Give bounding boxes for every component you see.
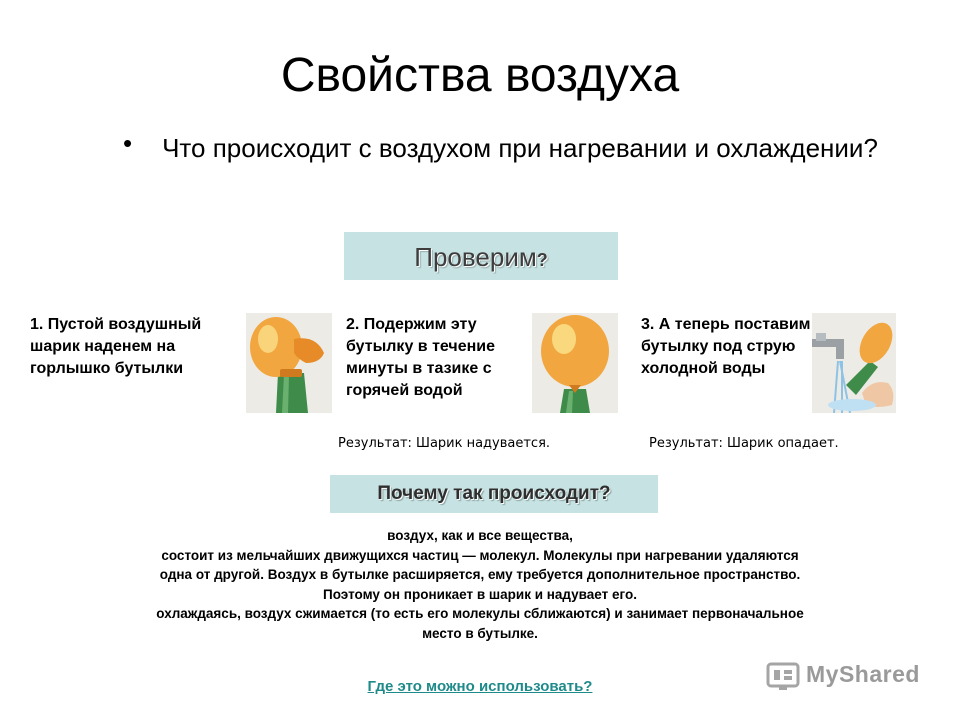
check-button[interactable]: Проверим? — [344, 232, 618, 280]
step-2-text: 2. Подержим эту бутылку в течение минуты… — [346, 316, 495, 399]
explanation-line: воздух, как и все вещества, — [387, 528, 573, 543]
inflated-balloon-image — [532, 313, 618, 413]
explanation-line: Поэтому он проникает в шарик и надувает … — [323, 586, 637, 602]
explanation-line: место в бутылке. — [422, 625, 538, 641]
why-button[interactable]: Почему так происходит? — [330, 475, 658, 513]
explanation-line: одна от другой. Воздух в бутылке расширя… — [159, 567, 801, 583]
balloon-on-bottle-image — [246, 313, 332, 413]
explanation-line: состоит из мельчайших движущихся частиц … — [161, 547, 799, 563]
question-text: Что происходит с воздухом при нагревании… — [162, 133, 878, 163]
myshared-logo-icon — [766, 662, 800, 690]
slide-title: Свойства воздуха — [280, 49, 680, 102]
step-1-text: 1. Пустой воздушный шарик наденем на гор… — [30, 316, 202, 377]
bullet-icon: • — [123, 128, 133, 158]
explanation-line: охлаждаясь, воздух сжимается (то есть ег… — [156, 606, 804, 622]
question-bullet: • Что происходит с воздухом при нагреван… — [120, 128, 880, 168]
myshared-watermark: MyShared — [806, 661, 920, 687]
check-button-label: Проверим — [414, 242, 537, 272]
bottle-under-tap-image — [812, 313, 896, 413]
check-button-suffix: ? — [536, 250, 548, 270]
step-3-text: 3. А теперь поставим бутылку под струю х… — [641, 316, 811, 377]
where-to-use-link[interactable]: Где это можно использовать? — [367, 678, 593, 695]
result-1-text: Результат: Шарик надувается. — [338, 436, 551, 451]
explanation-text: воздух, как и все вещества, состоит из м… — [40, 526, 920, 644]
result-2-text: Результат: Шарик опадает. — [649, 436, 839, 451]
